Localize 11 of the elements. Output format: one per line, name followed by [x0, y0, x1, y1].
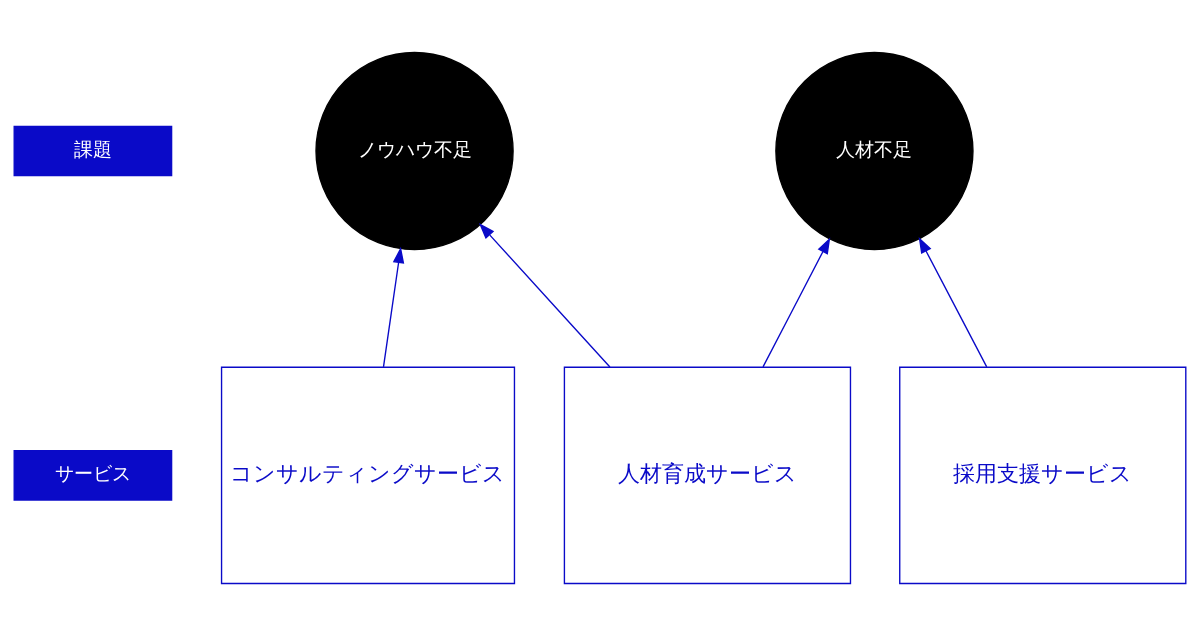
arrow: [478, 222, 611, 368]
node-box: サービス: [13, 449, 173, 501]
arrow: [382, 246, 405, 368]
node-box: 採用支援サービス: [899, 366, 1187, 584]
node-box: 人材育成サービス: [563, 366, 852, 584]
node-box: コンサルティングサービス: [220, 366, 516, 584]
node-circle: 人材不足: [775, 51, 974, 250]
node-circle: ノウハウ不足: [315, 51, 514, 250]
arrow: [762, 236, 831, 368]
arrow: [918, 236, 988, 368]
node-box: 課題: [13, 125, 173, 176]
